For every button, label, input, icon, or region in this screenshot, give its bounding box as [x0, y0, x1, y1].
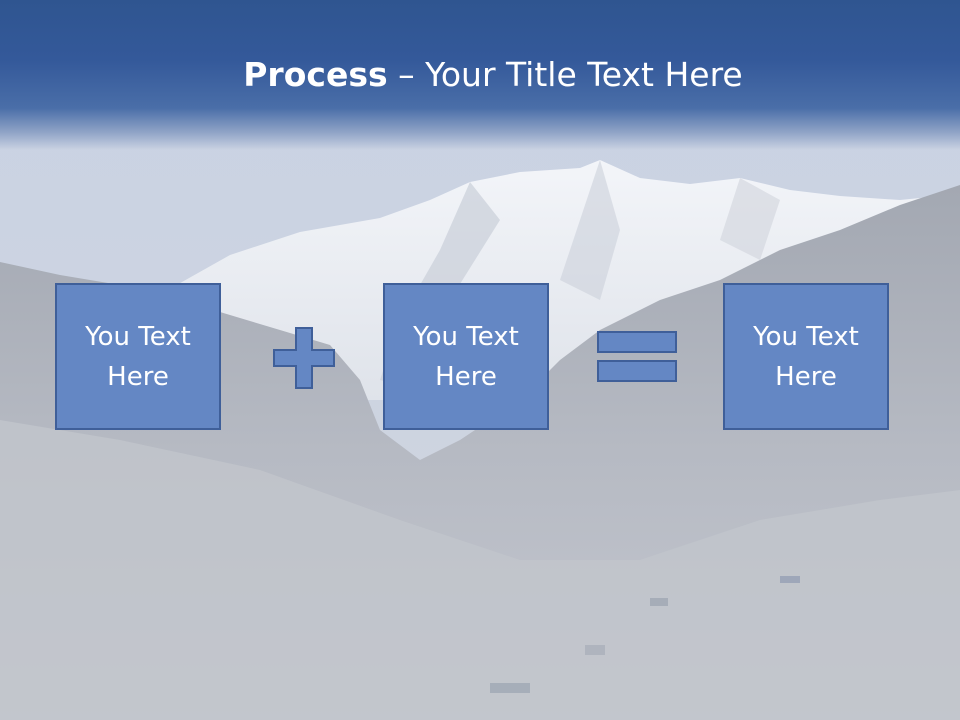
- process-step-label: You Text Here: [85, 321, 191, 392]
- title-band: [0, 0, 960, 150]
- title-rest-part: – Your Title Text Here: [387, 55, 743, 94]
- equals-icon: [597, 331, 677, 382]
- slide-title: Process – Your Title Text Here: [0, 52, 960, 98]
- plus-icon: [273, 327, 335, 389]
- process-step-box-2[interactable]: You Text Here: [383, 283, 549, 430]
- process-step-label: You Text Here: [753, 321, 859, 392]
- process-step-label: You Text Here: [413, 321, 519, 392]
- title-bold-part: Process: [243, 55, 388, 94]
- process-step-box-3[interactable]: You Text Here: [723, 283, 889, 430]
- process-step-box-1[interactable]: You Text Here: [55, 283, 221, 430]
